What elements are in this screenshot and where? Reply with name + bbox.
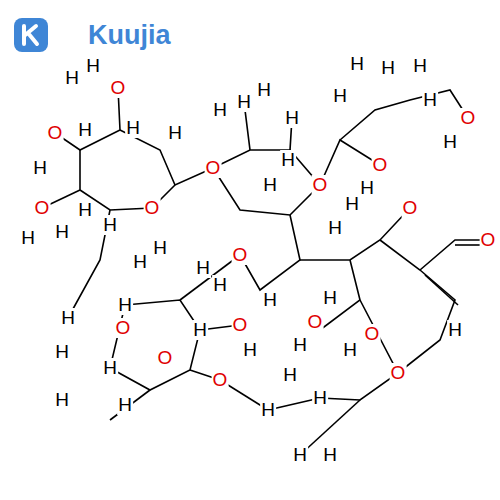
atom-label: H: [349, 54, 365, 74]
atom-label: O: [460, 108, 477, 128]
atom-label: H: [242, 340, 258, 360]
atom-label: H: [167, 123, 183, 143]
atom-label: H: [54, 390, 70, 410]
atom-label: H: [280, 150, 296, 170]
atom-label: H: [77, 120, 93, 140]
atom-label: H: [102, 215, 118, 235]
atom-label: H: [192, 320, 208, 340]
atom-label: O: [212, 370, 229, 390]
atom-label: H: [422, 90, 438, 110]
atom-label: O: [402, 198, 419, 218]
atom-label: O: [110, 78, 127, 98]
atom-label: H: [322, 445, 338, 465]
atom-label: H: [117, 295, 133, 315]
atom-label: H: [54, 342, 70, 362]
atom-label: O: [205, 158, 222, 178]
atom-label: O: [364, 324, 381, 344]
atom-label: O: [232, 315, 249, 335]
atom-label: H: [262, 175, 278, 195]
atom-label: H: [195, 258, 211, 278]
atom-label: H: [322, 288, 338, 308]
atom-label: H: [292, 335, 308, 355]
atom-label: H: [64, 68, 80, 88]
atom-label: H: [20, 228, 36, 248]
atom-label: H: [359, 178, 375, 198]
brand-logo: Kuujia: [88, 20, 171, 50]
atom-label: O: [47, 123, 64, 143]
atom-label: O: [144, 198, 161, 218]
atom-label: H: [212, 100, 228, 120]
atom-label: H: [256, 80, 272, 100]
atom-label: O: [34, 198, 51, 218]
atom-label: H: [77, 200, 93, 220]
atom-label: O: [390, 363, 407, 383]
atom-label: O: [480, 230, 497, 250]
atom-label: H: [344, 194, 360, 214]
atom-label: H: [236, 92, 252, 112]
atom-label: H: [312, 388, 328, 408]
atom-label: H: [292, 445, 308, 465]
atom-label: H: [85, 56, 101, 76]
atom-label: O: [157, 348, 174, 368]
atom-label: H: [262, 290, 278, 310]
atom-label: H: [117, 395, 133, 415]
atom-label: H: [212, 275, 228, 295]
atom-label: H: [412, 56, 428, 76]
atom-label: H: [380, 58, 396, 78]
atom-label: H: [152, 238, 168, 258]
atom-label: H: [125, 118, 141, 138]
atom-label: H: [54, 222, 70, 242]
atom-label: H: [132, 252, 148, 272]
atom-label: H: [102, 358, 118, 378]
atom-label: H: [282, 365, 298, 385]
atom-label: H: [32, 158, 48, 178]
logo-icon: [14, 18, 48, 52]
atom-label: H: [447, 320, 463, 340]
atom-label: O: [115, 318, 132, 338]
atom-label: O: [307, 312, 324, 332]
atom-label: H: [342, 340, 358, 360]
atom-label: O: [232, 245, 249, 265]
atom-label: H: [442, 132, 458, 152]
atom-label: H: [60, 308, 76, 328]
atom-label: H: [260, 400, 276, 420]
atom-label: H: [284, 108, 300, 128]
atom-label: H: [327, 218, 343, 238]
atom-label: H: [332, 86, 348, 106]
atom-label: O: [372, 155, 389, 175]
bond-lines: [42, 88, 490, 455]
atom-label: O: [312, 175, 329, 195]
